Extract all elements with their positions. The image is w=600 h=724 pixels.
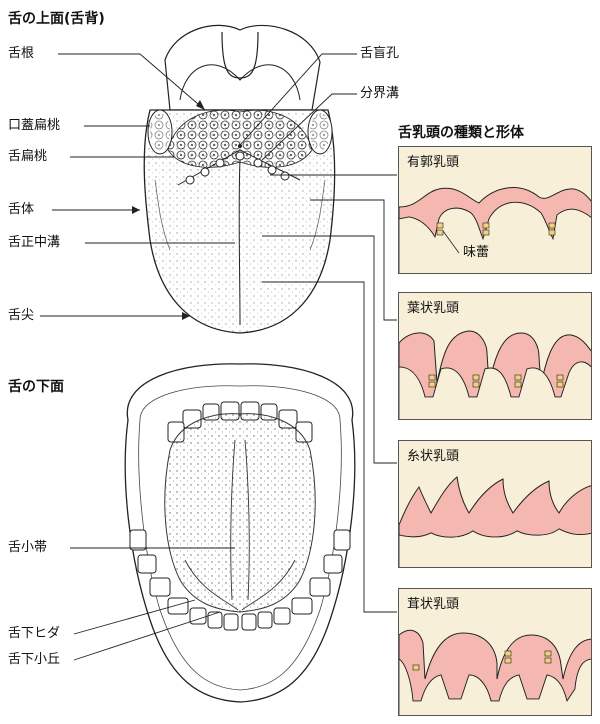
foliate-drawing [399, 330, 591, 419]
label-tongue-root: 舌根 [8, 46, 35, 61]
papilla-name-fungiform: 茸状乳頭 [407, 597, 460, 612]
frenulum [230, 439, 250, 601]
label-median-sulcus: 舌正中溝 [8, 235, 61, 250]
circumvallate-drawing [399, 187, 591, 273]
median-sulcus [238, 159, 241, 326]
epiglottis [221, 31, 259, 79]
lingual-tonsil [167, 109, 313, 168]
foramen-cecum [238, 144, 242, 148]
panel-filiform: 糸状乳頭 [398, 440, 592, 568]
mouth-underside [124, 363, 356, 703]
label-tongue-body: 舌体 [8, 202, 35, 217]
tongue-dorsum [143, 24, 336, 334]
panel-circumvallate: 有郭乳頭 味蕾 [398, 146, 592, 274]
title-underside: 舌の下面 [8, 379, 64, 395]
papilla-name-circumvallate: 有郭乳頭 [407, 155, 460, 170]
fungiform-drawing [399, 629, 591, 715]
papilla-name-filiform: 糸状乳頭 [407, 449, 460, 464]
label-taste-bud: 味蕾 [463, 245, 490, 260]
title-dorsum: 舌の上面(舌背) [8, 11, 105, 27]
label-sublingual-fold: 舌下ヒダ [8, 626, 61, 641]
papilla-name-foliate: 葉状乳頭 [407, 301, 460, 316]
label-palatine-tonsil: 口蓋扁桃 [8, 118, 61, 133]
title-papillae: 舌乳頭の種類と形体 [398, 125, 524, 141]
leaders-upper [40, 53, 397, 613]
label-sublingual-caruncle: 舌下小丘 [8, 652, 61, 667]
label-foramen-cecum: 舌盲孔 [360, 46, 400, 61]
label-frenulum: 舌小帯 [8, 540, 48, 555]
filiform-drawing [399, 476, 591, 567]
label-terminal-sulcus: 分界溝 [360, 86, 400, 101]
label-tongue-apex: 舌尖 [8, 308, 35, 323]
label-lingual-tonsil: 舌扁桃 [8, 149, 48, 164]
leaders-lower [70, 547, 235, 661]
sublingual-fold [184, 559, 296, 611]
panel-foliate: 葉状乳頭 [398, 292, 592, 420]
panel-fungiform: 茸状乳頭 [398, 588, 592, 716]
